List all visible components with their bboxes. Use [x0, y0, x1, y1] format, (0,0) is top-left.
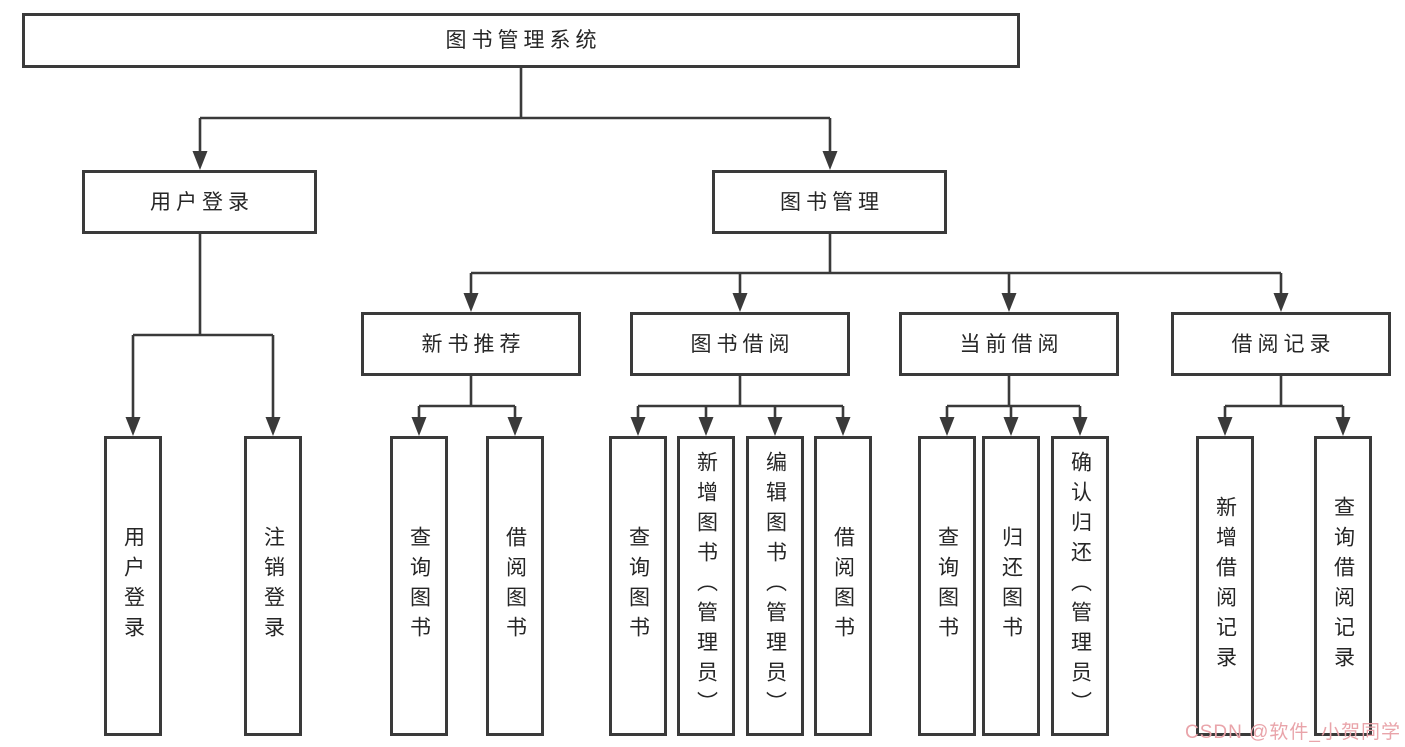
- node-borrowing-records: 借阅记录: [1171, 312, 1391, 376]
- connector-paths: [131, 68, 1345, 420]
- leaf-records-add-record: 新增借阅记录: [1196, 436, 1254, 736]
- leaf-user-login: 用户登录: [104, 436, 162, 736]
- leaf-borrow-add-books-admin: 新增图书（管理员）: [677, 436, 735, 736]
- leaf-records-query-record: 查询借阅记录: [1314, 436, 1372, 736]
- leaf-current-return-books-label: 归还图书: [999, 526, 1023, 646]
- arrowheads: [125, 151, 1351, 436]
- leaf-newbook-borrow-books: 借阅图书: [486, 436, 544, 736]
- leaf-newbook-query-books: 查询图书: [390, 436, 448, 736]
- leaf-borrow-edit-books-admin: 编辑图书（管理员）: [746, 436, 804, 736]
- leaf-borrow-borrow-books-label: 借阅图书: [831, 526, 855, 646]
- leaf-newbook-query-books-label: 查询图书: [407, 526, 431, 646]
- node-book-borrowing: 图书借阅: [630, 312, 850, 376]
- leaf-current-confirm-return-admin-label: 确认归还（管理员）: [1068, 451, 1092, 721]
- node-new-book-recommend: 新书推荐: [361, 312, 581, 376]
- leaf-newbook-borrow-books-label: 借阅图书: [503, 526, 527, 646]
- leaf-borrow-borrow-books: 借阅图书: [814, 436, 872, 736]
- leaf-borrow-query-books-label: 查询图书: [626, 526, 650, 646]
- node-current-borrowing: 当前借阅: [899, 312, 1119, 376]
- leaf-logout-label: 注销登录: [261, 526, 285, 646]
- leaf-records-query-record-label: 查询借阅记录: [1331, 496, 1355, 676]
- watermark: CSDN @软件_小贺同学: [1185, 722, 1401, 743]
- leaf-borrow-add-books-admin-label: 新增图书（管理员）: [694, 451, 718, 721]
- leaf-current-confirm-return-admin: 确认归还（管理员）: [1051, 436, 1109, 736]
- leaf-borrow-edit-books-admin-label: 编辑图书（管理员）: [763, 451, 787, 721]
- leaf-records-add-record-label: 新增借阅记录: [1213, 496, 1237, 676]
- leaf-current-query-books: 查询图书: [918, 436, 976, 736]
- leaf-current-query-books-label: 查询图书: [935, 526, 959, 646]
- node-book-management: 图书管理: [712, 170, 947, 234]
- node-root: 图书管理系统: [22, 13, 1020, 68]
- leaf-borrow-query-books: 查询图书: [609, 436, 667, 736]
- node-user-login: 用户登录: [82, 170, 317, 234]
- leaf-user-login-label: 用户登录: [121, 526, 145, 646]
- leaf-logout: 注销登录: [244, 436, 302, 736]
- leaf-current-return-books: 归还图书: [982, 436, 1040, 736]
